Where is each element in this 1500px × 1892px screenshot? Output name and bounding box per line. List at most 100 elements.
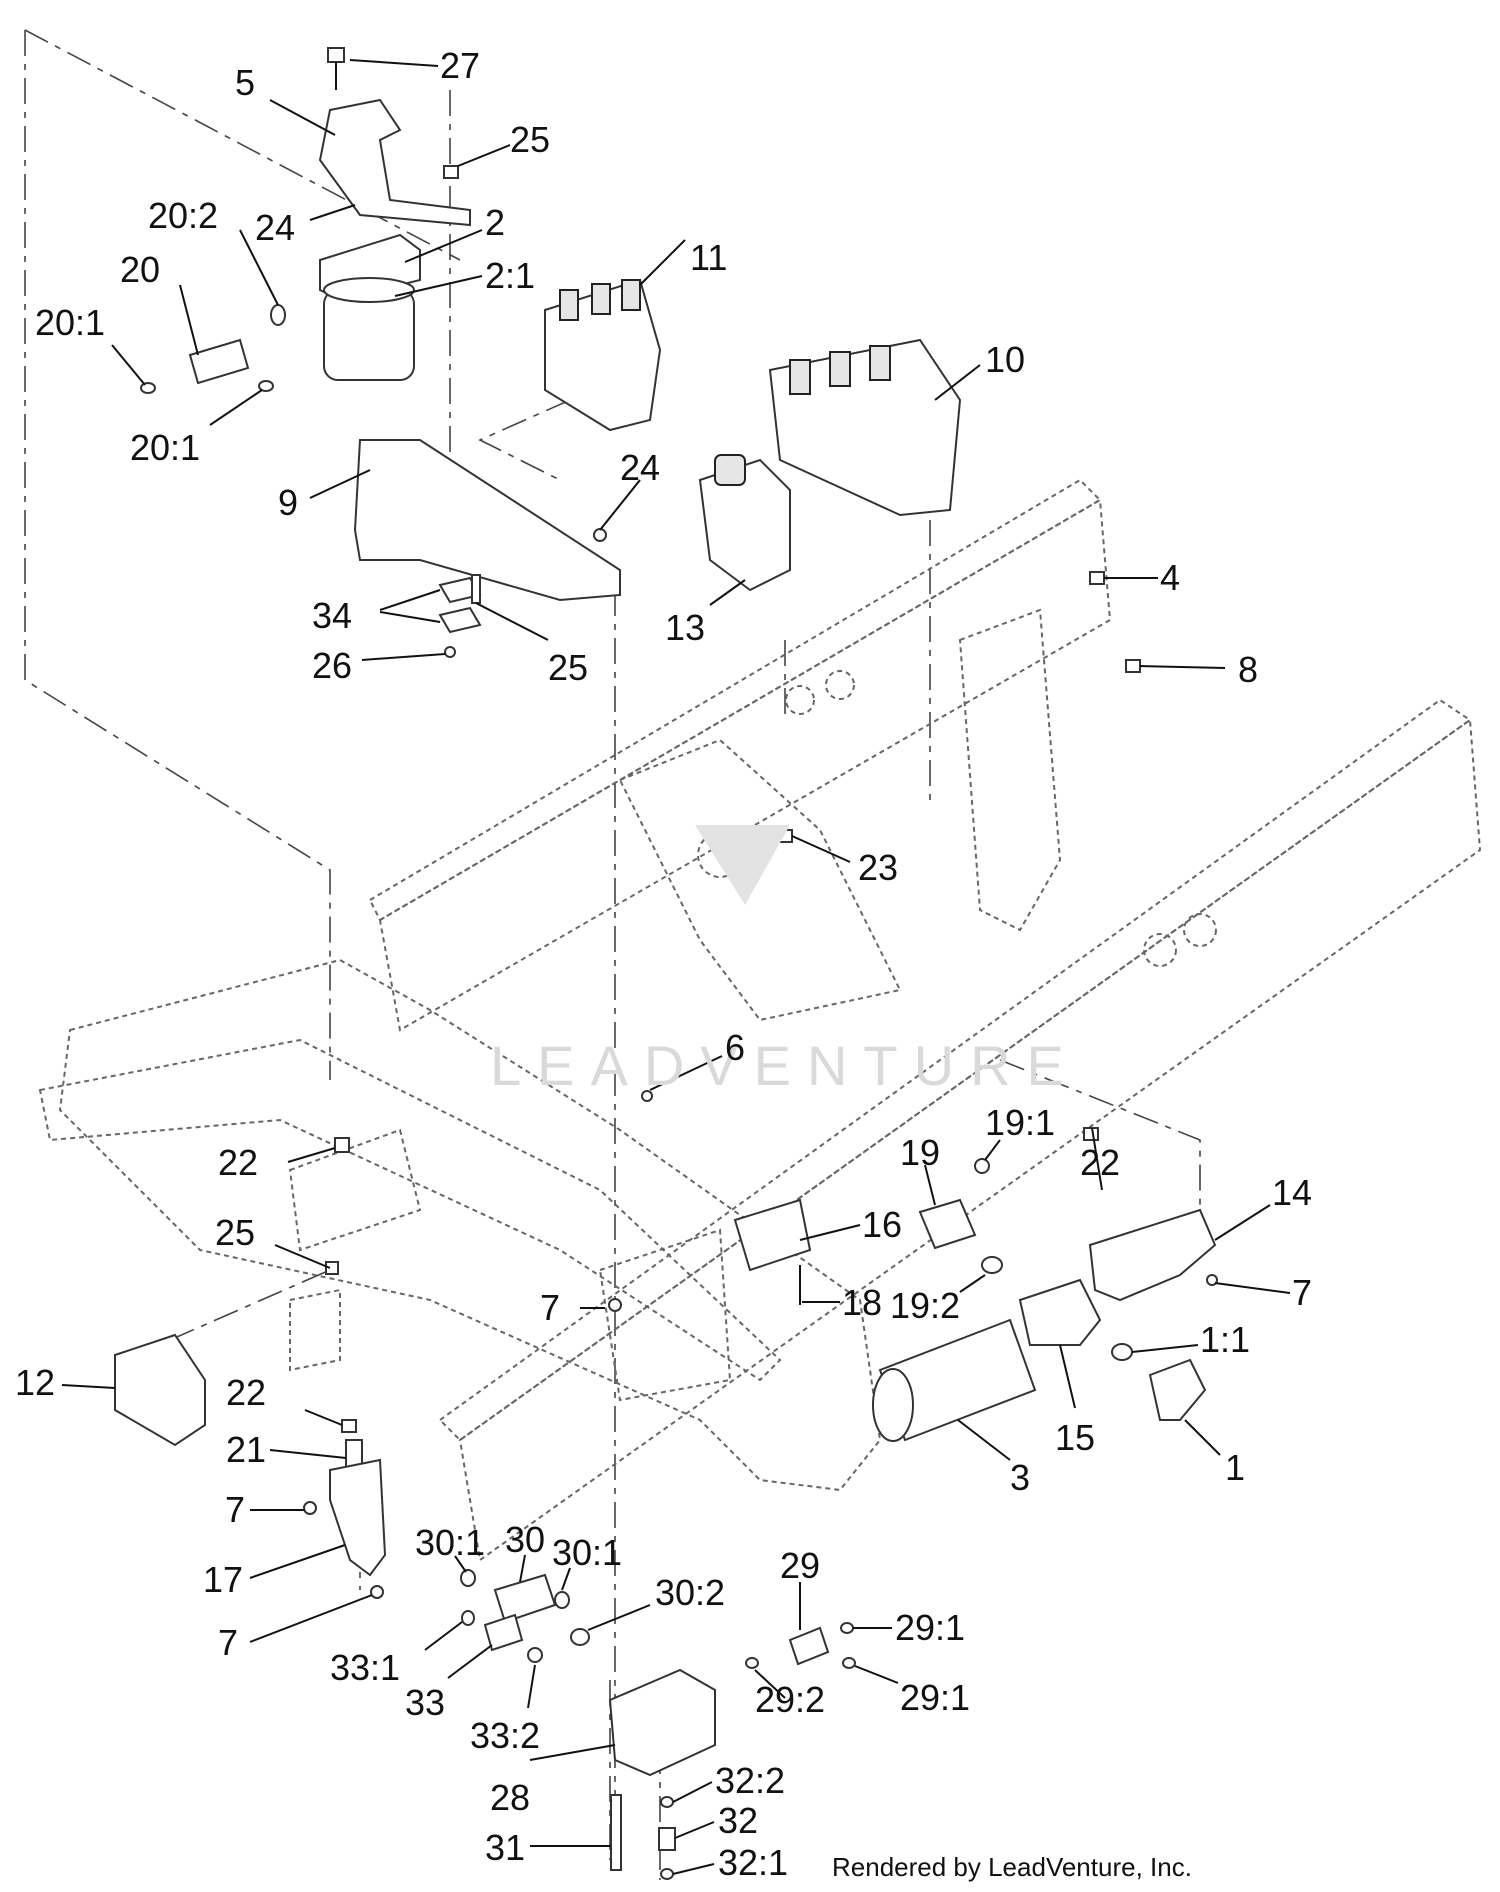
leader-22a	[287, 1147, 336, 1163]
callout-17: 17	[203, 1559, 243, 1600]
part-13-solenoid	[714, 454, 746, 486]
leader-30-1b	[561, 1567, 571, 1591]
phantom-lines	[24, 29, 1201, 1880]
frame-hole-b	[1183, 913, 1217, 947]
part-25-bolt-b	[471, 574, 481, 604]
callout-7c: 7	[225, 1489, 245, 1530]
part-30-fitting	[493, 1573, 557, 1624]
leader-25b	[475, 602, 549, 641]
leader-14	[1214, 1204, 1271, 1241]
part-30-1-oring-b	[554, 1591, 570, 1609]
part-8-bolt	[1125, 659, 1141, 673]
frame-hole-a	[1143, 933, 1177, 967]
leader-21	[269, 1449, 347, 1459]
part-20-2-oring	[270, 304, 286, 326]
callout-30-1a: 30:1	[415, 1522, 485, 1563]
callout-24: 24	[255, 207, 295, 248]
callout-13: 13	[665, 607, 705, 648]
part-16-valve	[733, 1198, 812, 1272]
part-25-bolt-c	[325, 1261, 339, 1275]
leader-28	[529, 1744, 616, 1761]
part-9-bracket	[353, 439, 621, 602]
leader-19	[924, 1164, 936, 1206]
part-27-bolt	[327, 47, 345, 63]
part-32-fitting	[658, 1827, 676, 1851]
callout-25b: 25	[548, 647, 588, 688]
part-7-nut-a	[1206, 1274, 1218, 1286]
part-11-solenoid-b	[591, 283, 611, 315]
part-32-1-oring	[660, 1868, 674, 1880]
part-2-1-filter	[323, 289, 415, 381]
callout-1-1: 1:1	[1200, 1319, 1250, 1360]
part-28-block	[608, 1668, 716, 1777]
leader-22c	[304, 1409, 343, 1426]
part-6-nut	[641, 1090, 653, 1102]
callout-23: 23	[858, 847, 898, 888]
callout-20-2: 20:2	[148, 195, 218, 236]
callout-25: 25	[510, 119, 550, 160]
callout-8: 8	[1238, 649, 1258, 690]
callout-33: 33	[405, 1682, 445, 1723]
part-33-fitting	[483, 1613, 524, 1652]
callout-30: 30	[505, 1519, 545, 1560]
part-24-nut	[593, 528, 607, 542]
callout-33-2: 33:2	[470, 1715, 540, 1756]
part-22-bolt-a	[334, 1137, 350, 1153]
callout-2-1: 2:1	[485, 255, 535, 296]
watermark: LEADVENTURE	[490, 825, 1064, 1097]
part-17-bracket	[329, 1458, 387, 1577]
phantom-line-bracket14	[999, 1059, 1201, 1220]
callout-22b: 22	[1080, 1142, 1120, 1183]
part-25-bolt	[443, 165, 459, 179]
frame-hole-c	[785, 685, 815, 715]
part-5-bracket	[318, 98, 471, 227]
leader-19-2	[959, 1274, 986, 1293]
callout-33-1: 33:1	[330, 1647, 400, 1688]
part-20-1-oring-b	[258, 380, 274, 392]
callout-12: 12	[15, 1362, 55, 1403]
leader-20	[179, 284, 199, 356]
leader-25c	[274, 1244, 331, 1269]
callout-27: 27	[440, 45, 480, 86]
part-13-valve	[698, 458, 791, 592]
leader-30-2	[587, 1604, 651, 1631]
callout-19-1: 19:1	[985, 1102, 1055, 1143]
leader-2-1	[394, 275, 483, 297]
credit-text: Rendered by LeadVenture, Inc.	[832, 1852, 1192, 1882]
part-10-solenoid-c	[869, 345, 891, 381]
leader-9	[309, 469, 371, 499]
leader-20-2	[239, 229, 279, 306]
leader-20-1b	[209, 389, 263, 426]
leader-3	[957, 1419, 1011, 1461]
leader-25a	[457, 144, 511, 167]
callout-32-2: 32:2	[715, 1760, 785, 1801]
leader-7d	[249, 1594, 373, 1643]
leader-32	[674, 1821, 715, 1839]
part-29-2-oring	[745, 1657, 759, 1669]
part-29-tee	[788, 1626, 830, 1666]
callout-28: 28	[490, 1777, 530, 1818]
leader-19-1	[984, 1139, 1001, 1161]
leader-29-1b	[854, 1665, 899, 1684]
watermark-logo-icon	[695, 825, 790, 905]
callout-19-2: 19:2	[890, 1285, 960, 1326]
part-11-solenoid-a	[559, 289, 579, 321]
leader-30	[519, 1554, 526, 1583]
callout-31: 31	[485, 1827, 525, 1868]
leader-15	[1059, 1344, 1076, 1409]
part-31-bolt	[610, 1794, 622, 1871]
callout-20-1a: 20:1	[35, 302, 105, 343]
leader-29-2	[754, 1669, 786, 1699]
part-29-1-oring-a	[840, 1622, 854, 1634]
leader-1	[1184, 1419, 1221, 1456]
part-19-2-oring	[981, 1256, 1003, 1274]
part-7-nut-d	[370, 1585, 384, 1599]
part-1-1-oring	[1111, 1343, 1133, 1361]
callout-29: 29	[780, 1545, 820, 1586]
frame-left-pad	[288, 1128, 422, 1252]
callout-22a: 22	[218, 1142, 258, 1183]
frame-front-inner	[38, 1038, 782, 1382]
part-19-1-oring	[974, 1158, 990, 1174]
part-26-nut	[444, 646, 456, 658]
frame-rail-lower	[438, 698, 1472, 1442]
